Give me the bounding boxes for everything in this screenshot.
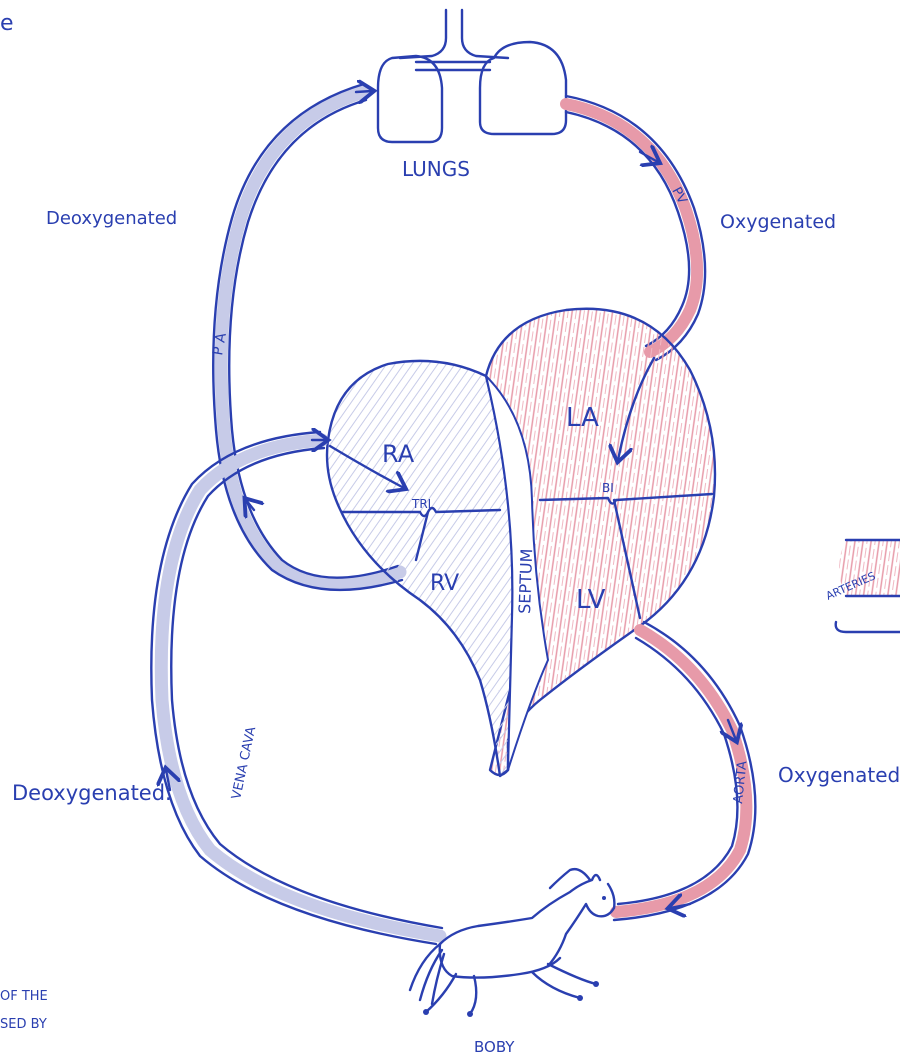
right-lung [480,42,566,134]
ra-label: RA [382,440,415,468]
la-label: LA [566,403,599,433]
deoxygenated-top-label: Deoxygenated [46,208,177,229]
vena-cava-label: VENA CAVA [229,725,259,801]
septum-label: SEPTUM [515,548,536,614]
lungs [378,10,566,142]
right-heart-region [327,361,512,776]
bottom-left-line1: OF THE [0,989,48,1004]
body-label: BOBY [474,1038,515,1056]
oxygenated-top-label: Oxygenated [720,211,836,233]
lv-label: LV [576,585,606,615]
tri-label: TRI [411,497,431,511]
horse-icon [410,869,614,1017]
heart [327,309,715,776]
bottom-left-line2: SED BY [0,1017,47,1032]
bi-label: BI [602,481,614,495]
oxygenated-bottom-label: Oxygenated [778,763,900,787]
deoxygenated-bottom-label: Deoxygenated. [12,781,172,805]
top-left-fragment-label: e [0,11,14,36]
lungs-label: LUNGS [402,157,470,181]
rv-label: RV [430,571,459,596]
